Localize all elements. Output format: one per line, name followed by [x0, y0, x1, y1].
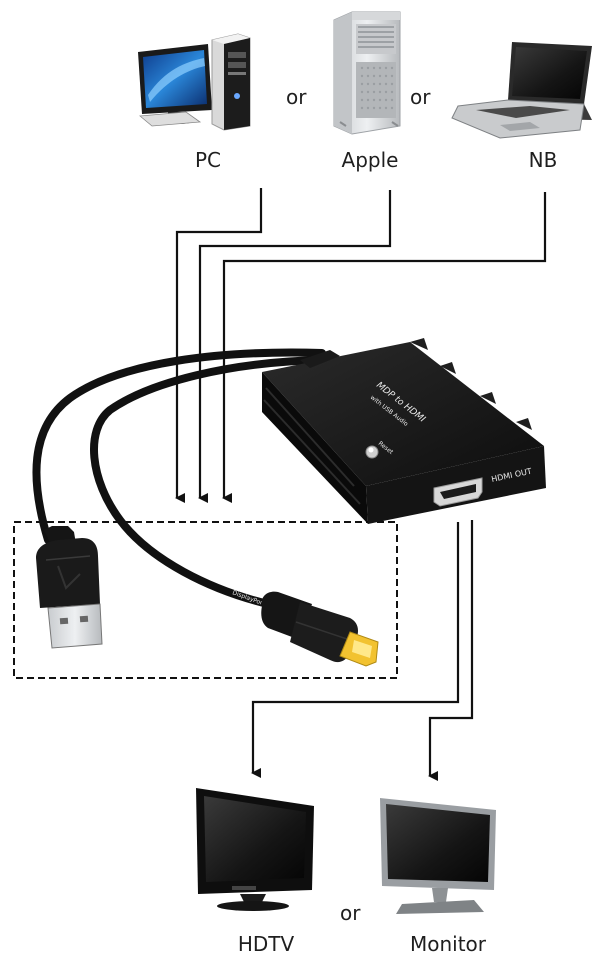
mini-displayport-cable	[90, 356, 326, 608]
pc-label: PC	[195, 148, 221, 172]
nb-label: NB	[529, 148, 558, 172]
apple-mac-pro-icon	[333, 11, 401, 135]
or-separator-3: or	[340, 901, 361, 925]
hdtv-label: HDTV	[238, 932, 295, 956]
apple-label: Apple	[342, 148, 399, 172]
or-separator-2: or	[410, 85, 431, 109]
monitor-connection-line	[428, 520, 474, 781]
pc-connection-line	[175, 188, 263, 503]
mini-displayport-plug-icon	[261, 591, 379, 667]
nb-connection-line	[222, 192, 547, 503]
notebook-laptop-icon	[451, 42, 592, 139]
or-separator-1: or	[286, 85, 307, 109]
connectors-highlight-box	[13, 521, 398, 679]
pc-computer-icon	[138, 33, 251, 131]
monitor-icon	[380, 798, 496, 914]
usb-cable	[32, 348, 326, 544]
hdtv-icon	[196, 788, 314, 911]
monitor-label: Monitor	[410, 932, 487, 956]
mdp-to-hdmi-converter	[262, 338, 546, 524]
hdtv-connection-line	[251, 522, 460, 778]
usb-a-plug-icon	[36, 526, 103, 649]
